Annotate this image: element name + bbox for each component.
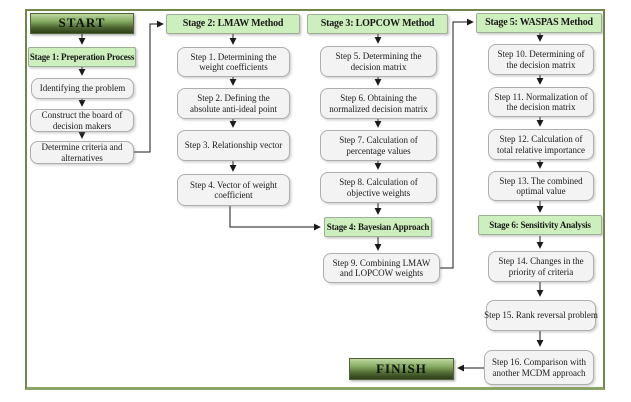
step-8-box: Step 8. Calculation of objective weights <box>320 172 437 203</box>
step-determine-criteria: Determine criteria and alternatives <box>30 141 134 164</box>
step-14-box: Step 14. Changes in the priority of crit… <box>488 251 594 282</box>
finish-node: FINISH <box>349 358 454 380</box>
step-7-box: Step 7. Calculation of percentage values <box>320 130 437 161</box>
step-1-box: Step 1. Determining the weight coefficie… <box>177 47 290 77</box>
stage-3-header: Stage 3: LOPCOW Method <box>307 14 448 34</box>
step-3-box: Step 3. Relationship vector <box>177 130 290 161</box>
step-identify-problem: Identifying the problem <box>31 78 134 99</box>
stage-4-header: Stage 4: Bayesian Approach <box>324 217 432 237</box>
step-5-box: Step 5. Determining the decision matrix <box>320 46 437 77</box>
step-15-box: Step 15. Rank reversal problem <box>484 300 598 331</box>
step-4-box: Step 4. Vector of weight coefficient <box>177 174 290 206</box>
step-11-box: Step 11. Normalization of the decision m… <box>488 87 594 117</box>
stage-6-header: Stage 6: Sensitivity Analysis <box>478 215 602 235</box>
stage-2-header: Stage 2: LMAW Method <box>166 14 300 34</box>
step-16-box: Step 16. Comparison with another MCDM ap… <box>484 350 594 385</box>
stage-5-header: Stage 5: WASPAS Method <box>476 13 602 33</box>
start-node: START <box>30 13 134 34</box>
step-12-box: Step 12. Calculation of total relative i… <box>488 129 594 160</box>
step-9-box: Step 9. Combining LMAW and LOPCOW weight… <box>323 253 440 283</box>
step-6-box: Step 6. Obtaining the normalized decisio… <box>320 88 437 119</box>
step-13-box: Step 13. The combined optimal value <box>488 171 594 201</box>
step-construct-board: Construct the board of decision makers <box>30 109 134 132</box>
step-2-box: Step 2. Defining the absolute anti-ideal… <box>177 88 290 119</box>
stage-1-header: Stage 1: Preperation Process <box>28 47 136 67</box>
step-10-box: Step 10. Determining of the decision mat… <box>488 44 594 75</box>
